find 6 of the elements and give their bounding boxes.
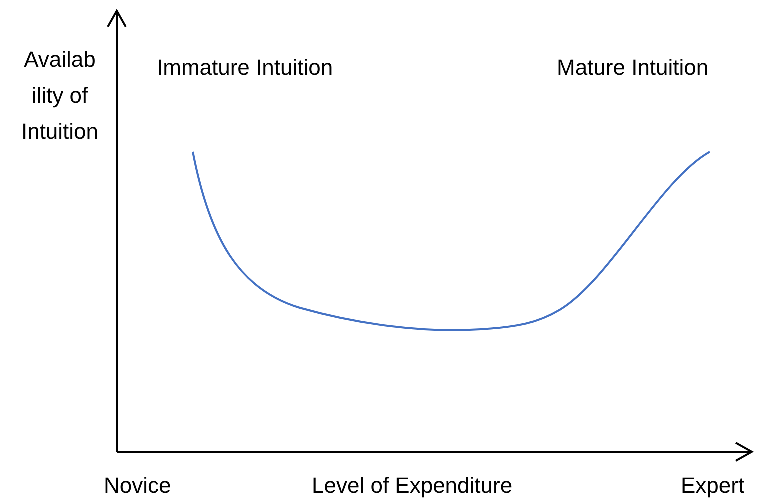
annotation: Mature Intuition xyxy=(557,54,709,82)
axis-label: Availab ility of Intuition xyxy=(20,46,100,146)
axis-title: Level of Expenditure xyxy=(312,472,513,500)
annotation: Immature Intuition xyxy=(157,54,334,82)
axis-label: Novice xyxy=(104,472,172,500)
axis-label: Expert xyxy=(681,472,745,500)
